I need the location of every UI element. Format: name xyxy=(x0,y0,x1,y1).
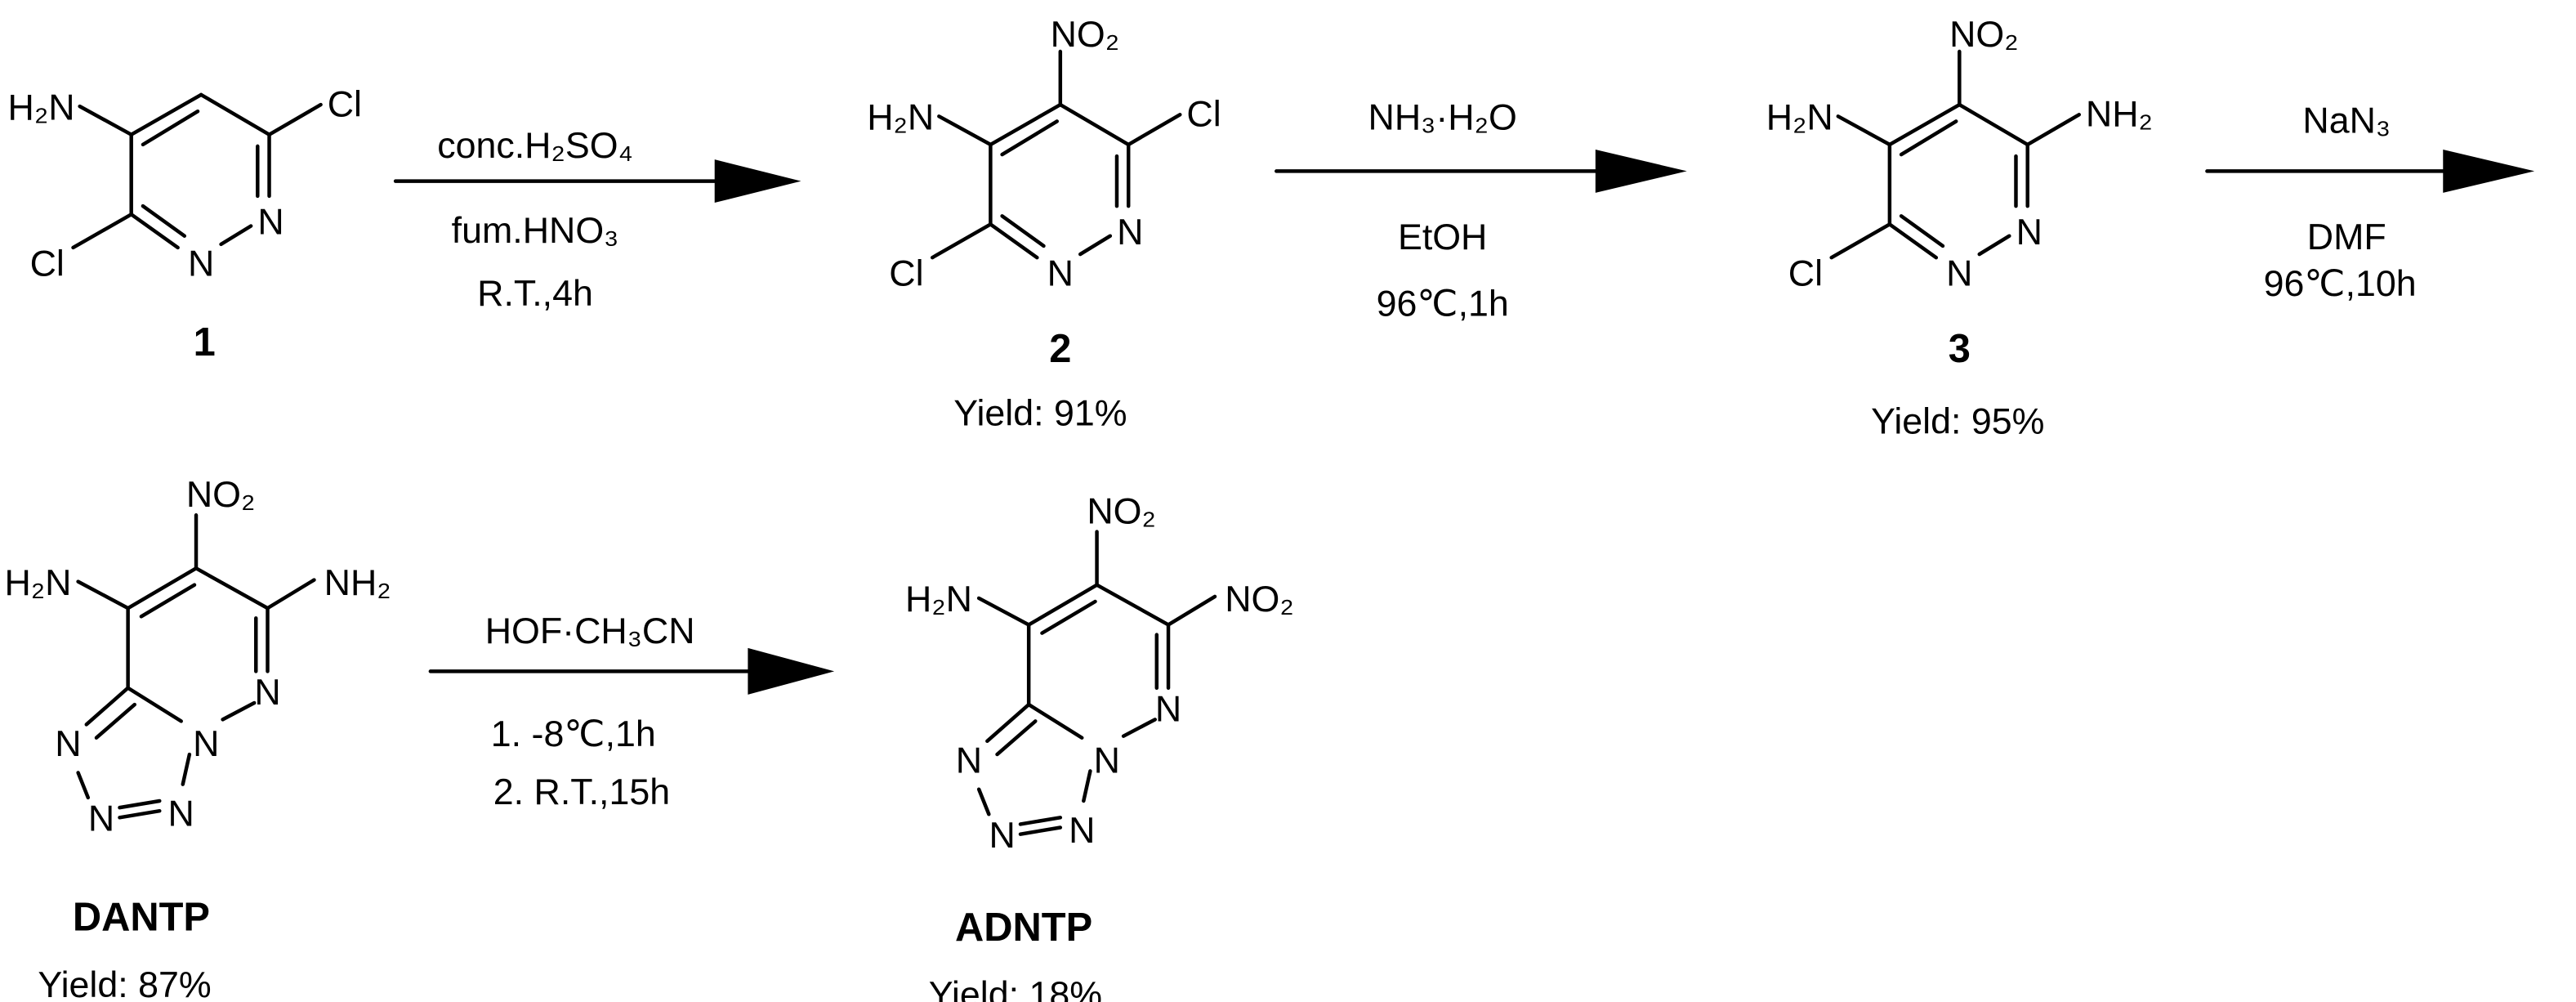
reaction-step-3: NaN₃ DMF 96℃,10h xyxy=(2205,101,2535,304)
nitrogen-label: N xyxy=(168,793,194,834)
reagent-label: HOF·CH₃CN xyxy=(485,611,695,651)
yield-label: Yield: 18% xyxy=(929,974,1102,1002)
nitrogen-label: N xyxy=(1047,253,1074,294)
amino-label: NH₂ xyxy=(2086,94,2153,135)
yield-label: Yield: 87% xyxy=(38,964,211,1002)
compound-2: NO₂ H₂N Cl Cl N N 2 Yield: 91% xyxy=(867,14,1221,434)
amino-label: H₂N xyxy=(8,87,75,127)
reaction-step-1: conc.H₂SO₄ fum.HNO₃ R.T.,4h xyxy=(393,125,801,314)
reagent-label: DMF xyxy=(2307,217,2386,257)
amino-label: NH₂ xyxy=(324,562,391,603)
nitrogen-label: N xyxy=(956,740,982,781)
condition-label: 2. R.T.,15h xyxy=(493,772,670,812)
arrow-head-icon xyxy=(2443,149,2535,193)
chloro-label: Cl xyxy=(30,244,65,284)
nitrogen-label: N xyxy=(1946,253,1972,294)
condition-label: 96℃,1h xyxy=(1377,283,1509,324)
arrow-head-icon xyxy=(748,647,835,695)
nitrogen-label: N xyxy=(257,202,283,243)
condition-label: 1. -8℃,1h xyxy=(491,713,656,754)
reagent-label: NaN₃ xyxy=(2302,101,2391,141)
chloro-label: Cl xyxy=(1788,253,1823,294)
nitro-label: NO₂ xyxy=(186,474,255,515)
nitrogen-label: N xyxy=(1155,688,1181,729)
nitro-label: NO₂ xyxy=(1087,490,1155,531)
chloro-label: Cl xyxy=(1186,94,1221,135)
reagent-label: NH₃·H₂O xyxy=(1368,97,1517,138)
reagent-label: EtOH xyxy=(1398,217,1487,257)
nitrogen-label: N xyxy=(193,723,219,764)
nitrogen-label: N xyxy=(188,244,214,284)
nitrogen-label: N xyxy=(1117,212,1143,253)
nitrogen-label: N xyxy=(88,798,114,839)
reaction-step-4: HOF·CH₃CN 1. -8℃,1h 2. R.T.,15h xyxy=(428,611,835,812)
nitrogen-label: N xyxy=(254,672,280,713)
nitrogen-label: N xyxy=(1069,810,1095,851)
condition-label: R.T.,4h xyxy=(477,273,593,314)
reagent-label: conc.H₂SO₄ xyxy=(437,125,633,166)
compound-adntp: NO₂ H₂N NO₂ N N N N N ADNTP Yield: 18% xyxy=(905,490,1294,1002)
nitro-label: NO₂ xyxy=(1949,14,2018,55)
compound-number: 3 xyxy=(1949,327,1971,371)
nitrogen-label: N xyxy=(2016,212,2042,253)
chloro-label: Cl xyxy=(328,83,362,124)
amino-label: H₂N xyxy=(867,97,934,138)
compound-name: DANTP xyxy=(73,896,210,940)
compound-number: 2 xyxy=(1049,327,1071,371)
nitrogen-label: N xyxy=(1094,740,1120,781)
yield-label: Yield: 91% xyxy=(953,393,1127,434)
compound-1: H₂N Cl Cl N N 1 xyxy=(8,83,362,365)
condition-label: 96℃,10h xyxy=(2264,263,2417,304)
yield-label: Yield: 95% xyxy=(1871,401,2044,442)
compound-number: 1 xyxy=(194,320,216,365)
arrow-head-icon xyxy=(1595,149,1687,193)
nitrogen-label: N xyxy=(989,815,1015,856)
reaction-step-2: NH₃·H₂O EtOH 96℃,1h xyxy=(1275,97,1687,324)
compound-dantp: NO₂ H₂N NH₂ N N N N N DANTP Yield: 87% xyxy=(4,474,391,1002)
nitrogen-label: N xyxy=(55,723,81,764)
chloro-label: Cl xyxy=(889,253,923,294)
amino-label: H₂N xyxy=(4,562,71,603)
nitro-label: NO₂ xyxy=(1225,579,1293,620)
compound-3: NO₂ H₂N NH₂ Cl N N 3 Yield: 95% xyxy=(1766,14,2153,442)
compound-name: ADNTP xyxy=(955,906,1092,950)
nitro-label: NO₂ xyxy=(1051,14,1119,55)
reagent-label: fum.HNO₃ xyxy=(452,210,619,251)
amino-label: H₂N xyxy=(905,579,972,620)
amino-label: H₂N xyxy=(1766,97,1833,138)
arrow-head-icon xyxy=(714,159,801,204)
